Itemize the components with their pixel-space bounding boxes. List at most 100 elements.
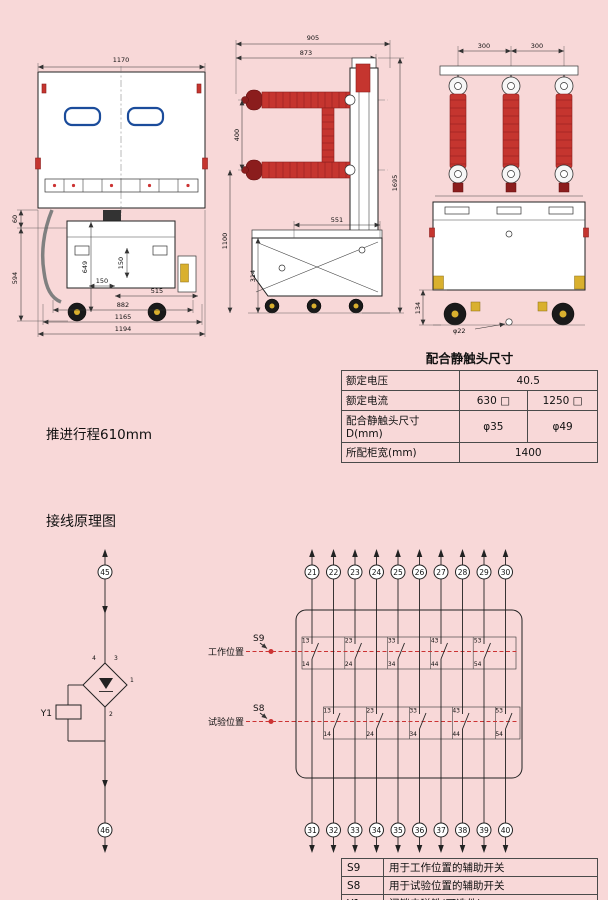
up-arrow-icon [481, 549, 487, 557]
rear-dim-top: 300 300 [457, 42, 565, 68]
yellow-bracket-left [433, 275, 444, 290]
rear-insulators [448, 75, 574, 193]
dim-515: 515 [151, 287, 163, 295]
terminal-columns: 2113143122131432232324332423243425333435… [302, 549, 513, 853]
down-arrow-icon [395, 845, 401, 853]
down-arrow-icon [438, 845, 444, 853]
lower-bushing [241, 159, 356, 181]
dim-649: 649 [81, 261, 89, 273]
terminal-number: 29 [479, 568, 489, 577]
side-chassis [248, 229, 390, 314]
s8-position-label: 试验位置 [208, 716, 244, 728]
contact-number: 23 [345, 638, 353, 645]
contact-number: 54 [474, 661, 482, 668]
terminal-number: 28 [458, 568, 468, 577]
contact-blade [440, 642, 448, 660]
up-arrow-icon [330, 549, 337, 557]
dim-905: 905 [307, 34, 319, 42]
legend-code: S8 [341, 876, 384, 895]
contact-number: 24 [366, 731, 374, 738]
flexible-cable [40, 209, 62, 304]
dim-1165: 1165 [115, 313, 132, 321]
lock-coil-circuit: 45 4 3 1 2 Y1 46 [40, 549, 134, 853]
rear-view-drawing: 300 300 [414, 42, 589, 335]
terminal-number: 40 [501, 826, 511, 835]
s9-label: S9 [253, 634, 265, 644]
terminal-number: 27 [436, 568, 446, 577]
table-row: 所配柜宽(mm) 1400 [341, 442, 598, 463]
terminal-number: 24 [372, 568, 382, 577]
pin-1: 1 [130, 677, 134, 684]
contact-number: 43 [431, 638, 439, 645]
red-latch-right [202, 157, 208, 170]
dim-882: 882 [117, 301, 129, 309]
contact-table: 额定电压 40.5 额定电流 630 □ 1250 □ 配合静触头尺寸D(mm)… [341, 370, 598, 463]
contact-number: 34 [388, 661, 396, 668]
inter-pole-insulator [321, 107, 335, 163]
legend-desc: 用于工作位置的辅助开关 [383, 858, 598, 877]
yellow-handle [180, 263, 189, 283]
contact-number: 13 [302, 638, 310, 645]
upper-bushing [241, 89, 356, 111]
terminal-number: 38 [458, 826, 468, 835]
terminal-number: 31 [307, 826, 317, 835]
contact-table-title: 配合静触头尺寸 [425, 351, 514, 366]
up-arrow-icon [373, 549, 380, 557]
window-right [126, 106, 165, 127]
dim-300-right: 300 [531, 42, 543, 50]
s9-position-label: 工作位置 [208, 646, 244, 658]
coil-y1 [55, 704, 82, 720]
contact-number: 43 [452, 708, 460, 715]
down-arrow-icon [481, 845, 487, 853]
terminal-number: 46 [100, 826, 110, 835]
dim-300-left: 300 [478, 42, 490, 50]
dim-60: 60 [11, 215, 19, 223]
red-label-right [196, 83, 202, 94]
dim-phi22: φ22 [453, 327, 466, 335]
pole-frame [349, 67, 379, 239]
terminal-number: 30 [501, 568, 511, 577]
contact-number: 53 [495, 708, 503, 715]
pin-4: 4 [92, 655, 96, 662]
dim-150-vertical: 150 [117, 257, 125, 269]
s9-linkage-dot [268, 649, 274, 654]
table-row: 额定电压 40.5 [341, 370, 598, 391]
terminal-number: 22 [329, 568, 339, 577]
spec-value: φ35 [458, 410, 529, 443]
terminal-number: 35 [393, 826, 403, 835]
spec-value: 40.5 [458, 370, 598, 391]
contact-number: 34 [409, 731, 417, 738]
front-dims: 60 594 649 150 150 515 882 1165 1194 [11, 209, 206, 337]
dim-1170: 1170 [113, 56, 130, 64]
spec-label: 额定电压 [341, 370, 460, 391]
spec-value: 1400 [458, 442, 598, 463]
table-row: S8 用于试验位置的辅助开关 [341, 876, 598, 895]
down-arrow-icon [352, 845, 358, 853]
dim-150-horizontal: 150 [96, 277, 108, 285]
up-arrow-icon [438, 549, 444, 557]
up-arrow-icon [102, 549, 108, 557]
spec-value: φ49 [527, 410, 598, 443]
diode-icon [99, 678, 113, 689]
table-row: 配合静触头尺寸D(mm) φ35 φ49 [341, 410, 598, 443]
insulator-a [449, 93, 467, 169]
dim-400: 400 [233, 129, 241, 141]
dim-551: 551 [331, 216, 343, 224]
up-arrow-icon [352, 549, 358, 557]
contact-blade [462, 712, 470, 730]
dim-1194: 1194 [115, 325, 132, 333]
terminal-number: 39 [479, 826, 489, 835]
legend-code: Y1 [341, 894, 384, 900]
red-label-left [41, 83, 47, 94]
up-arrow-icon [416, 549, 423, 557]
pin-2: 2 [109, 711, 113, 718]
up-arrow-icon [502, 549, 509, 557]
up-arrow-icon [309, 549, 315, 557]
table-row: 额定电流 630 □ 1250 □ [341, 390, 598, 411]
terminal-number: 23 [350, 568, 360, 577]
yellow-bracket-right [574, 275, 585, 290]
table-row: Y1 闭锁电磁铁(可选件) [341, 894, 598, 900]
contact-blade [333, 712, 341, 730]
spec-value: 630 □ [458, 390, 529, 411]
